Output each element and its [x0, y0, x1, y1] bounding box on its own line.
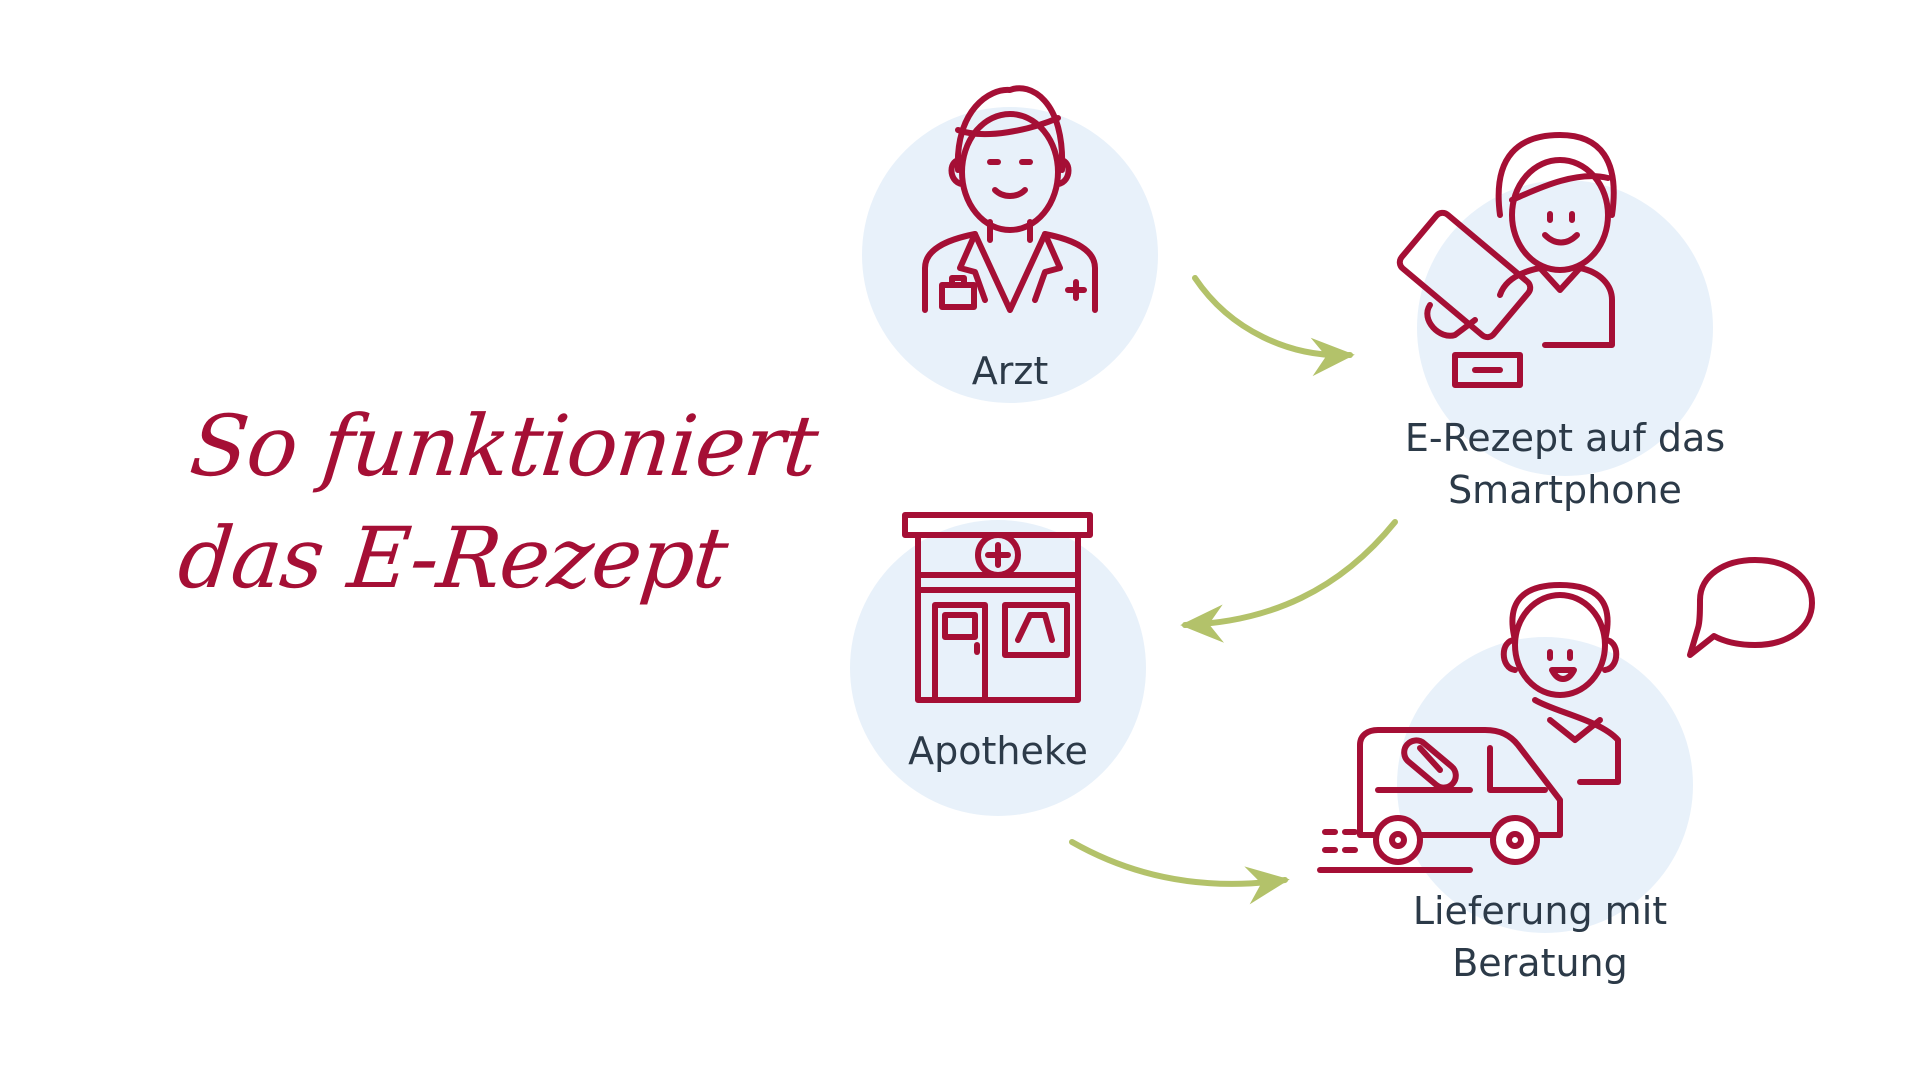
step-label-smartphone-line-1: E-Rezept auf das: [1404, 416, 1726, 460]
arrow-smartphone-to-apotheke: [1180, 519, 1398, 643]
arrow-apotheke-to-lieferung: [1069, 839, 1290, 905]
step-label-lieferung-line-1: Lieferung mit: [1412, 889, 1668, 933]
arrow-arzt-to-smartphone: [1192, 275, 1355, 377]
doctor-icon: [922, 85, 1098, 313]
step-circle-apotheke: [850, 520, 1146, 816]
pharmacy-icon: [902, 512, 1093, 703]
step-label-smartphone: E-Rezept auf das Smartphone: [1365, 412, 1765, 516]
step-label-lieferung-line-2: Beratung: [1452, 941, 1628, 985]
step-circle-arzt: [862, 107, 1158, 403]
step-label-smartphone-line-2: Smartphone: [1448, 468, 1682, 512]
step-label-apotheke: Apotheke: [908, 729, 1088, 773]
step-label-lieferung: Lieferung mit Beratung: [1365, 885, 1715, 989]
speech-bubble-icon: [1687, 557, 1815, 658]
smartphone-user-icon: [1396, 132, 1617, 388]
step-label-arzt: Arzt: [971, 349, 1049, 393]
delivery-van-icon: [1317, 582, 1621, 873]
